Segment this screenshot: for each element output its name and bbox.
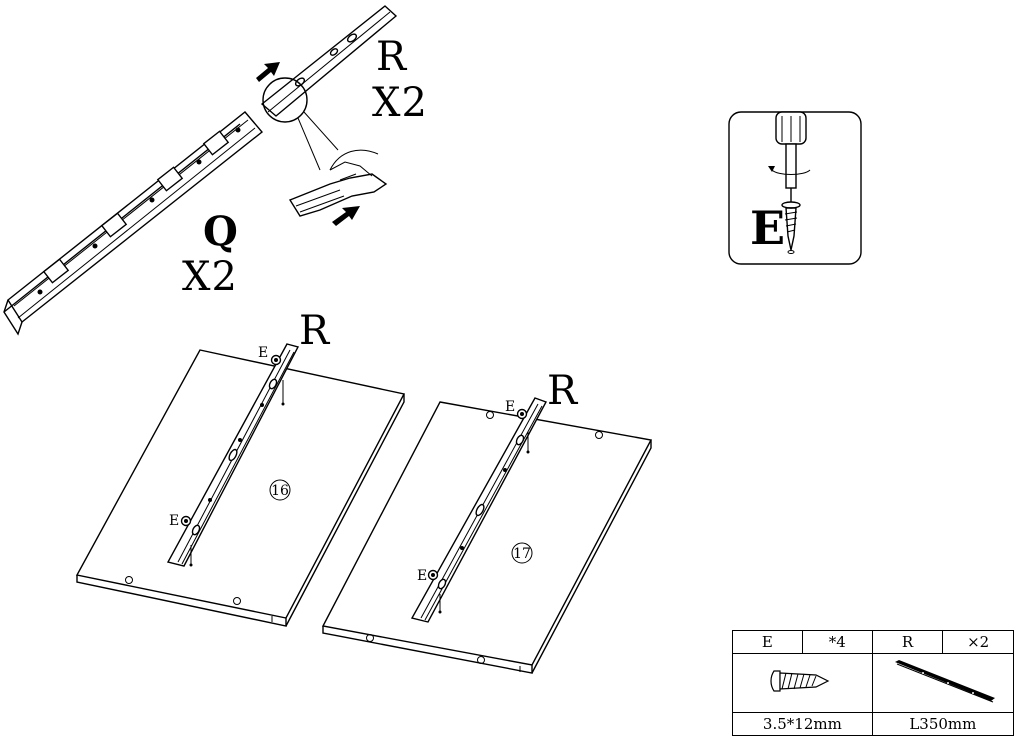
parts-table: E *4 R ×2 bbox=[732, 630, 1015, 736]
hand-detail bbox=[288, 149, 388, 217]
inner-slide-r bbox=[260, 5, 398, 117]
panel-17-rail-label: R bbox=[547, 368, 579, 414]
detail-magnifier bbox=[262, 77, 308, 123]
screw-qty: *4 bbox=[801, 630, 873, 654]
tool-box: E bbox=[728, 111, 862, 265]
panel-16-screw-bottom-label: E bbox=[169, 513, 179, 529]
inner-slide-label: R bbox=[376, 34, 408, 80]
panel-16-rail bbox=[166, 343, 300, 567]
slide-assembly: R X2 Q X2 bbox=[3, 5, 428, 336]
tool-screw-label: E bbox=[750, 201, 785, 255]
panel-17: E E R 17 bbox=[321, 368, 653, 674]
panel-17-screw-top-label: E bbox=[505, 399, 515, 415]
outer-slide-q bbox=[3, 111, 264, 336]
rail-code: R bbox=[871, 630, 944, 654]
panel-16: E E R 16 bbox=[75, 308, 406, 627]
screw-code: E bbox=[732, 630, 803, 654]
push-arrow-icon bbox=[256, 62, 280, 82]
panel-17-number: 17 bbox=[513, 546, 531, 562]
rail-qty: ×2 bbox=[942, 630, 1014, 654]
screwdriver-icon bbox=[768, 111, 811, 202]
screw-icon bbox=[770, 670, 830, 692]
outer-slide-label: Q bbox=[203, 208, 238, 255]
panel-16-number: 16 bbox=[271, 483, 289, 499]
screw-picture-cell bbox=[732, 653, 873, 713]
panel-16-rail-label: R bbox=[299, 308, 331, 354]
panel-17-rail bbox=[410, 397, 547, 623]
screw-icon bbox=[781, 201, 801, 254]
panel-16-screw-top-label: E bbox=[258, 345, 268, 361]
panel-17-screw-bottom-label: E bbox=[417, 568, 427, 584]
rail-icon bbox=[894, 660, 995, 703]
rail-picture-cell bbox=[871, 653, 1015, 713]
outer-slide-qty: X2 bbox=[182, 254, 238, 300]
screw-size: 3.5*12mm bbox=[732, 712, 873, 736]
push-arrow-icon bbox=[332, 206, 360, 226]
inner-slide-qty: X2 bbox=[372, 80, 428, 126]
rail-size: L350mm bbox=[871, 712, 1015, 736]
